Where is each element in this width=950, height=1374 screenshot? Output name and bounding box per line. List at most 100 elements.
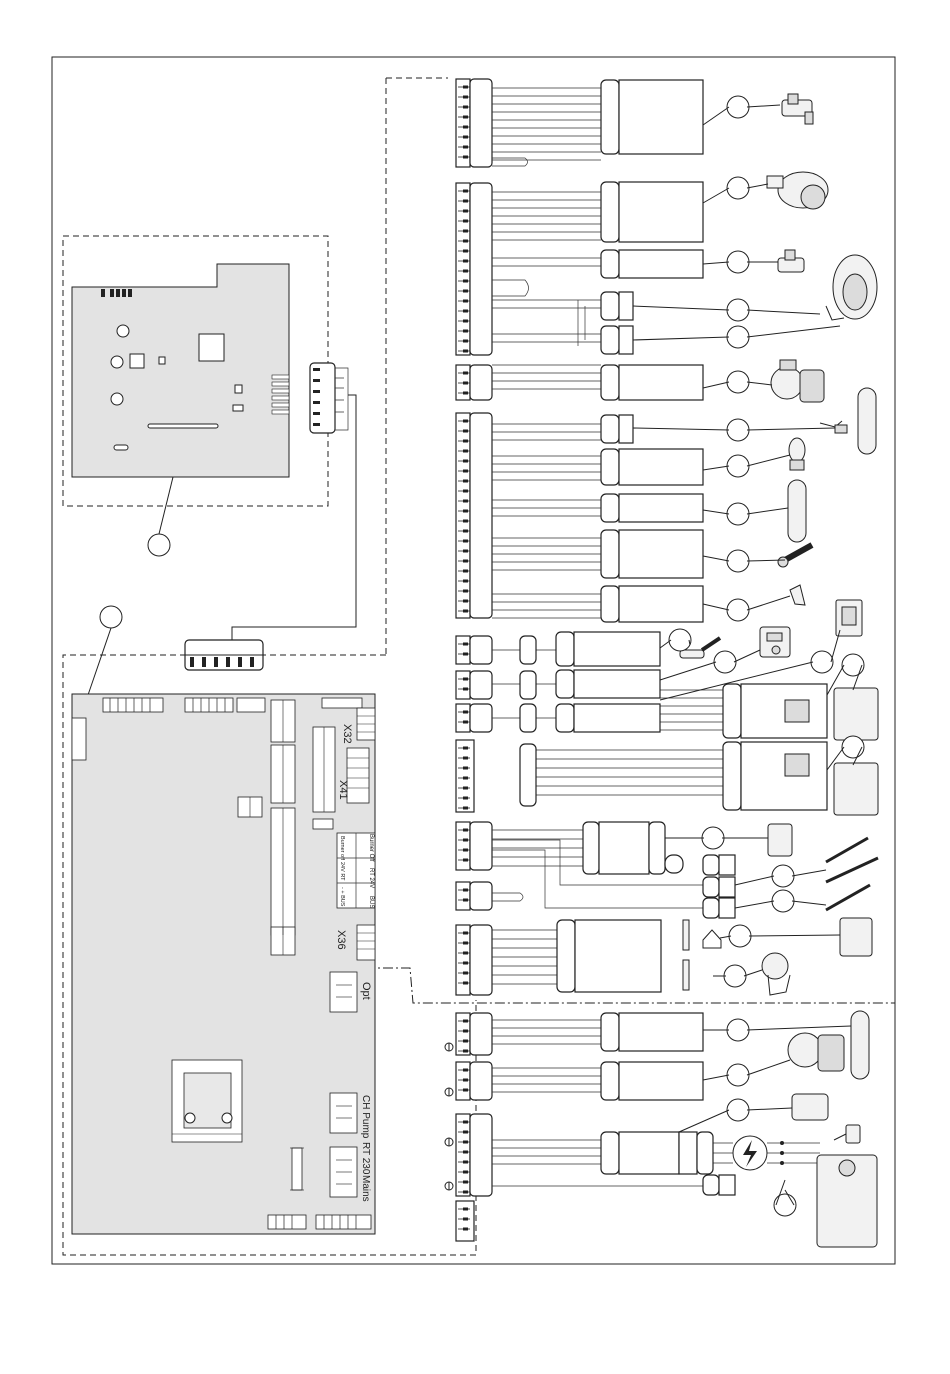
- harness-pin-dot: [463, 340, 468, 343]
- harness-pin-dot: [463, 1079, 468, 1082]
- harness-pin-dot: [463, 156, 468, 159]
- wire-dot: [780, 1151, 784, 1155]
- leader-line: [734, 650, 760, 662]
- leader-line: [735, 901, 774, 908]
- ch-pump-icon: [788, 1033, 844, 1071]
- ignition-electrode-icon: [826, 838, 878, 910]
- harness-pin-dot: [463, 136, 468, 139]
- harness-pin-dot: [463, 460, 468, 463]
- harness-pin-dot: [463, 653, 468, 656]
- push-button-icon: [762, 953, 790, 995]
- callout-marker: [727, 299, 749, 321]
- tank-sensor-icon: [788, 480, 806, 542]
- callout-marker: [727, 455, 749, 477]
- callout-marker: [714, 651, 736, 673]
- leader-line: [633, 337, 729, 340]
- harness-pin-dot: [463, 889, 468, 892]
- harness-pin-dot: [463, 600, 468, 603]
- leader-line: [747, 310, 820, 314]
- callout-marker: [772, 865, 794, 887]
- harness-pin-dot: [463, 330, 468, 333]
- harness-pin-dot: [463, 146, 468, 149]
- harness-pin-dot: [463, 1208, 468, 1211]
- harness-pin-dot: [463, 678, 468, 681]
- wire-loop: [492, 158, 528, 166]
- harness-pin-dot: [463, 86, 468, 89]
- harness-pin-dot: [463, 1040, 468, 1043]
- callout-marker: [842, 654, 864, 676]
- harness-pin-dot: [463, 230, 468, 233]
- harness-pin-dot: [463, 1218, 468, 1221]
- room-thermostat-icon: [760, 600, 862, 657]
- bus-header: BUS: [368, 896, 374, 908]
- opt-label: Opt: [360, 982, 372, 1000]
- leader-line: [703, 382, 729, 388]
- main-board-cable-plug: [185, 640, 263, 670]
- callout-marker: [772, 890, 794, 912]
- harness-pin-dot: [463, 200, 468, 203]
- harness-pin-dot: [463, 372, 468, 375]
- harness-pin-dot: [463, 382, 468, 385]
- callout-marker: [727, 550, 749, 572]
- callout-marker: [811, 651, 833, 673]
- callout-marker: [727, 177, 749, 199]
- callout-marker: [774, 1194, 796, 1216]
- mains-label: Mains: [360, 1175, 371, 1202]
- harness-pin-dot: [463, 643, 468, 646]
- gas-valve-icon: [782, 94, 813, 124]
- callout-marker: [669, 629, 691, 651]
- harness-pin-dot: [463, 106, 468, 109]
- harness-pin-dot: [463, 570, 468, 573]
- harness-pin-dot: [463, 1089, 468, 1092]
- leader-line: [747, 455, 790, 466]
- leader-line: [744, 970, 762, 976]
- harness-pin-dot: [463, 849, 468, 852]
- harness-pin-dot: [463, 1050, 468, 1053]
- burner-off-header: Burner Off: [368, 834, 374, 862]
- harness-pin-dot: [463, 250, 468, 253]
- wire-dot: [780, 1161, 784, 1165]
- ntc-clip-icon: [790, 585, 805, 605]
- harness-pin-dot: [463, 190, 468, 193]
- leader-line: [703, 262, 729, 264]
- ch-pump-label: CH Pump: [360, 1095, 371, 1139]
- harness-pin-dot: [463, 580, 468, 583]
- callout-marker: [724, 965, 746, 987]
- harness-pin-dot: [463, 1121, 468, 1124]
- leader-line: [633, 306, 729, 310]
- harness-pin-dot: [463, 711, 468, 714]
- leader-line: [660, 662, 716, 680]
- sensor-icon: [820, 421, 847, 433]
- harness-pin-dot: [463, 300, 468, 303]
- leader-line: [747, 1108, 792, 1110]
- harness-pin-dot: [463, 1141, 468, 1144]
- harness-pin-dot: [463, 210, 468, 213]
- pump-icon: [771, 360, 824, 402]
- leader-line: [747, 1026, 851, 1030]
- harness-pin-dot: [463, 430, 468, 433]
- bus-cell: - + BUS: [339, 887, 345, 907]
- callout-marker: [727, 371, 749, 393]
- callout-marker: [727, 251, 749, 273]
- harness-pin-dot: [463, 510, 468, 513]
- harness-pin-dot: [463, 807, 468, 810]
- leader-line: [749, 935, 840, 936]
- callout-marker: [727, 599, 749, 621]
- harness-pin-dot: [463, 787, 468, 790]
- callout-marker: [148, 534, 170, 556]
- harness-pin-dot: [463, 310, 468, 313]
- rt-24v-header: RT 24V: [368, 868, 374, 888]
- expansion-vessel-icon: [858, 388, 876, 454]
- leader-line: [703, 188, 729, 203]
- harness-pin-dot: [463, 490, 468, 493]
- harness-pin-dot: [463, 932, 468, 935]
- harness-pin-dot: [463, 96, 468, 99]
- harness-pin-dot: [463, 721, 468, 724]
- harness-pin-dot: [463, 859, 468, 862]
- mains-plug-icon: [834, 1125, 860, 1143]
- diverter-valve-icon: [792, 1094, 828, 1120]
- harness-pin-dot: [463, 962, 468, 965]
- rt-230-label: RT 230: [360, 1142, 371, 1175]
- burner-off-cell: Burner off: [339, 836, 345, 861]
- harness-pin-dot: [463, 829, 468, 832]
